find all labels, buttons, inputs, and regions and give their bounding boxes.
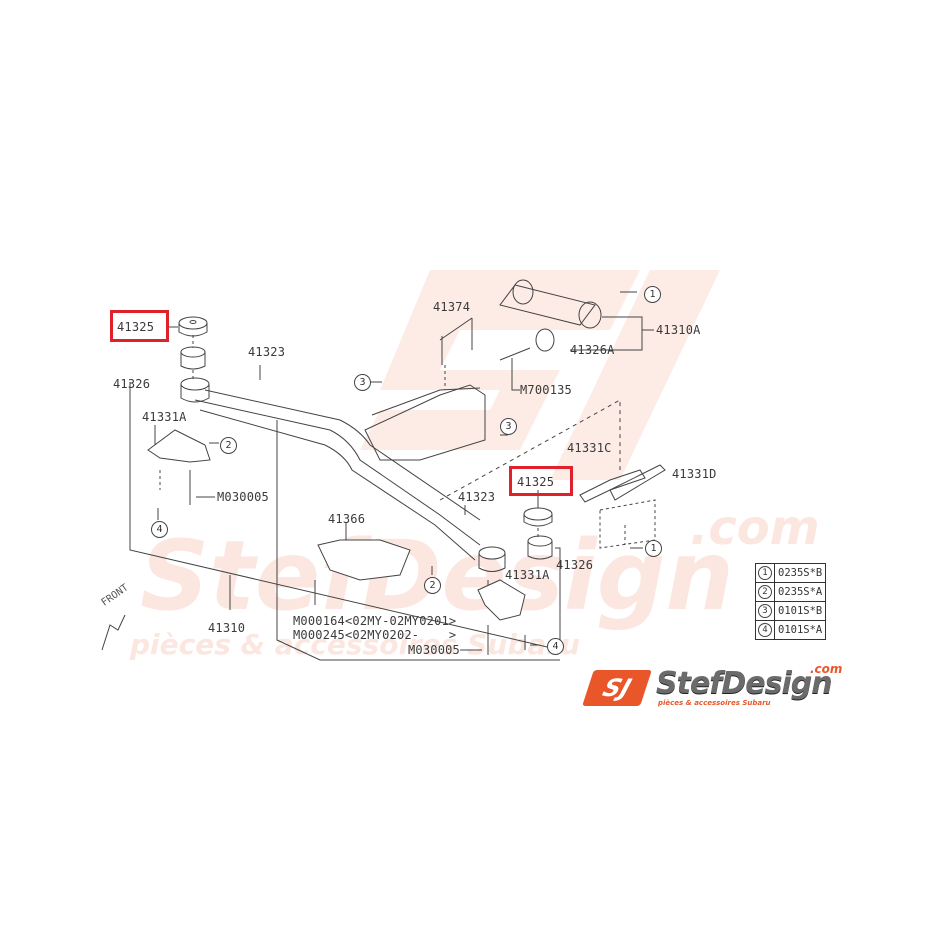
part-label-m000164[interactable]: M000164<02MY-02MY0201>: [293, 614, 457, 628]
brand-logo[interactable]: SJ StefDesign .com pièces & accessoires …: [582, 662, 848, 712]
part-label-41326a[interactable]: 41326A: [570, 343, 615, 357]
legend-row: 1 0235S*B: [755, 563, 827, 583]
watermark-domain: .com: [690, 500, 820, 556]
legend-row: 3 0101S*B: [755, 601, 827, 621]
part-label-m030005-right[interactable]: M030005: [408, 643, 460, 657]
callout-4-right[interactable]: 4: [547, 638, 564, 655]
part-label-41325-right[interactable]: 41325: [517, 475, 555, 489]
logo-mark-icon: SJ: [582, 670, 652, 706]
callout-2-left[interactable]: 2: [220, 437, 237, 454]
part-label-41310[interactable]: 41310: [208, 621, 246, 635]
part-label-m700135[interactable]: M700135: [520, 383, 572, 397]
callout-2-center[interactable]: 2: [424, 577, 441, 594]
part-label-41331d[interactable]: 41331D: [672, 467, 717, 481]
legend-row: 4 0101S*A: [755, 620, 827, 640]
legend-value: 0235S*B: [773, 563, 827, 583]
part-label-41331c[interactable]: 41331C: [567, 441, 612, 455]
legend-value: 0235S*A: [773, 582, 827, 602]
legend-value: 0101S*A: [773, 620, 827, 640]
watermark-brand: StefDesign: [140, 520, 734, 632]
legend-value: 0101S*B: [773, 601, 827, 621]
part-label-41366[interactable]: 41366: [328, 512, 366, 526]
highlight-box-41325-right: [509, 466, 573, 496]
part-label-m000245[interactable]: M000245<02MY0202- >: [293, 628, 457, 642]
callout-3-left[interactable]: 3: [354, 374, 371, 391]
callout-4-left[interactable]: 4: [151, 521, 168, 538]
legend-key: 2: [758, 585, 772, 599]
callout-3-center[interactable]: 3: [500, 418, 517, 435]
part-label-41323-left[interactable]: 41323: [248, 345, 286, 359]
part-label-41326-left[interactable]: 41326: [113, 377, 151, 391]
logo-domain: .com: [810, 662, 843, 676]
highlight-box-41325-left: [110, 310, 169, 342]
watermark-tagline: pièces & accessoires Subaru: [130, 628, 581, 661]
legend-row: 2 0235S*A: [755, 582, 827, 602]
callout-1-right[interactable]: 1: [645, 540, 662, 557]
part-label-41323-right[interactable]: 41323: [458, 490, 496, 504]
part-label-41331a-left[interactable]: 41331A: [142, 410, 187, 424]
part-label-41326-right[interactable]: 41326: [556, 558, 594, 572]
part-label-41310a[interactable]: 41310A: [656, 323, 701, 337]
part-label-41331a-right[interactable]: 41331A: [505, 568, 550, 582]
part-label-41325-left[interactable]: 41325: [117, 320, 155, 334]
legend-key: 3: [758, 604, 772, 618]
part-label-41374[interactable]: 41374: [433, 300, 471, 314]
bushing-icon: [178, 316, 208, 337]
legend-key: 1: [758, 566, 772, 580]
legend-key: 4: [758, 623, 772, 637]
logo-wordmark: StefDesign: [656, 666, 833, 701]
logo-tagline: pièces & accessoires Subaru: [658, 699, 771, 707]
fastener-legend-table: 1 0235S*B 2 0235S*A 3 0101S*B 4 0101S*A: [755, 563, 827, 640]
callout-1-top[interactable]: 1: [644, 286, 661, 303]
part-label-m030005-left[interactable]: M030005: [217, 490, 269, 504]
